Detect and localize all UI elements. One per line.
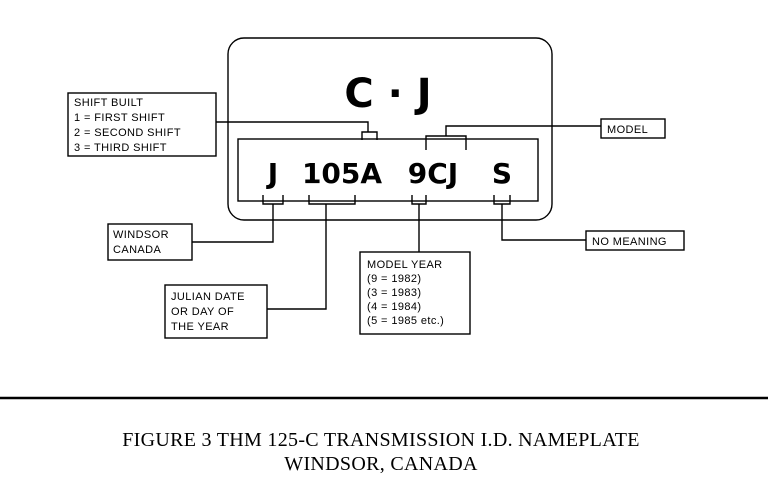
windsor-leader — [192, 204, 274, 243]
model-year-bracket — [411, 195, 427, 205]
windsor-line-1: WINDSOR — [113, 229, 169, 241]
julian-date-line-1: JULIAN DATE — [171, 291, 245, 303]
shift-built-box — [67, 92, 217, 157]
caption-line-2: WINDSOR, CANADA — [284, 453, 478, 475]
no-meaning-leader — [501, 204, 586, 241]
model-bracket — [425, 135, 467, 150]
shift-built-line-2: 2 = SECOND SHIFT — [74, 127, 181, 139]
model-label: MODEL — [607, 124, 648, 136]
shift-built-title: SHIFT BUILT — [74, 97, 143, 109]
plant-bracket — [262, 195, 284, 205]
julian-date-line-3: THE YEAR — [171, 321, 229, 333]
suffix-bracket — [493, 195, 511, 205]
windsor-box — [107, 223, 193, 261]
shift-built-line-1: 1 = FIRST SHIFT — [74, 112, 165, 124]
julian-bracket — [308, 195, 356, 205]
code-model: 9CJ — [408, 157, 458, 190]
shift-built-leader — [216, 121, 369, 132]
julian-date-line-2: OR DAY OF — [171, 306, 234, 318]
model-year-title: MODEL YEAR — [367, 259, 443, 271]
model-box — [600, 118, 666, 139]
model-year-line-3: (4 = 1984) — [367, 301, 421, 313]
nameplate-top-code: C · J — [344, 71, 431, 117]
code-suffix: S — [492, 157, 512, 190]
windsor-line-2: CANADA — [113, 244, 162, 256]
model-year-line-1: (9 = 1982) — [367, 273, 421, 285]
model-year-box — [359, 251, 471, 335]
code-julian: 105A — [302, 157, 382, 190]
shift-built-line-3: 3 = THIRD SHIFT — [74, 142, 167, 154]
nameplate-code-strip — [237, 138, 539, 202]
julian-date-box — [164, 284, 268, 339]
code-plant: J — [266, 157, 278, 190]
nameplate-outer-plate — [227, 37, 553, 221]
shift-built-bracket — [361, 131, 378, 140]
caption-line-1: FIGURE 3 THM 125-C TRANSMISSION I.D. NAM… — [122, 429, 640, 451]
model-year-line-4: (5 = 1985 etc.) — [367, 315, 444, 327]
julian-date-leader — [267, 204, 327, 310]
no-meaning-label: NO MEANING — [592, 236, 667, 248]
model-year-line-2: (3 = 1983) — [367, 287, 421, 299]
model-leader — [445, 125, 601, 136]
